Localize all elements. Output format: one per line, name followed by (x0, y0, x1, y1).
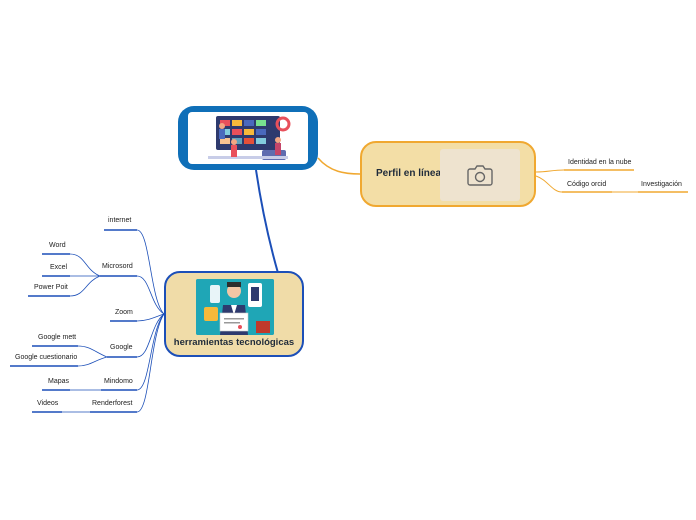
connector-google-cuestionario (77, 356, 108, 367)
connector-herr-internet (136, 229, 165, 315)
data-team-illustration (208, 116, 291, 160)
branch-internet[interactable]: internet (108, 217, 132, 224)
leaf-google-cuestionario[interactable]: Google cuestionario (15, 354, 78, 361)
connector-herr-microsord (136, 275, 165, 315)
connector-herr-mindomo (136, 313, 165, 391)
leaf-google-mett[interactable]: Google mett (38, 334, 77, 341)
professional-illustration (196, 279, 274, 335)
branch-microsord[interactable]: Microsord (102, 263, 133, 270)
image-placeholder (440, 149, 520, 201)
leaf-mapas[interactable]: Mapas (48, 378, 70, 385)
leaf-powerpoit[interactable]: Power Poit (34, 284, 68, 291)
connector-microsord-word (69, 253, 101, 277)
camera-icon (467, 165, 493, 186)
herramientas-title: herramientas tecnológicas (173, 337, 295, 348)
leaf-orcid[interactable]: Código orcid (567, 181, 607, 188)
connector-google-mett (77, 345, 108, 358)
herramientas-node[interactable]: herramientas tecnológicas (164, 271, 304, 357)
connector-herr-zoom (136, 313, 165, 322)
root-illustration (188, 112, 308, 164)
leaf-word[interactable]: Word (49, 242, 66, 249)
leaf-excel[interactable]: Excel (50, 264, 68, 271)
connector-microsord-powerpoit (69, 275, 101, 297)
connector-root-perfil (317, 157, 361, 175)
leaf-investigacion[interactable]: Investigación (641, 181, 682, 188)
leaf-videos[interactable]: Videos (37, 400, 59, 407)
leaf-identidad[interactable]: Identidad en la nube (568, 159, 632, 166)
herramientas-illustration (196, 279, 274, 335)
branch-zoom[interactable]: Zoom (115, 309, 133, 316)
perfil-title: Perfil en línea (376, 168, 442, 179)
branch-google[interactable]: Google (110, 344, 133, 351)
connector-perfil-orcid (535, 175, 563, 193)
perfil-node[interactable]: Perfil en línea (360, 141, 536, 207)
connector-herr-renderforest (136, 313, 165, 413)
root-node[interactable] (178, 106, 318, 170)
branch-renderforest[interactable]: Renderforest (92, 400, 133, 407)
connector-root-herramientas (255, 169, 279, 274)
branch-mindomo[interactable]: Mindomo (104, 378, 133, 385)
connector-herr-google (136, 313, 165, 358)
connector-perfil-identidad (535, 169, 565, 173)
